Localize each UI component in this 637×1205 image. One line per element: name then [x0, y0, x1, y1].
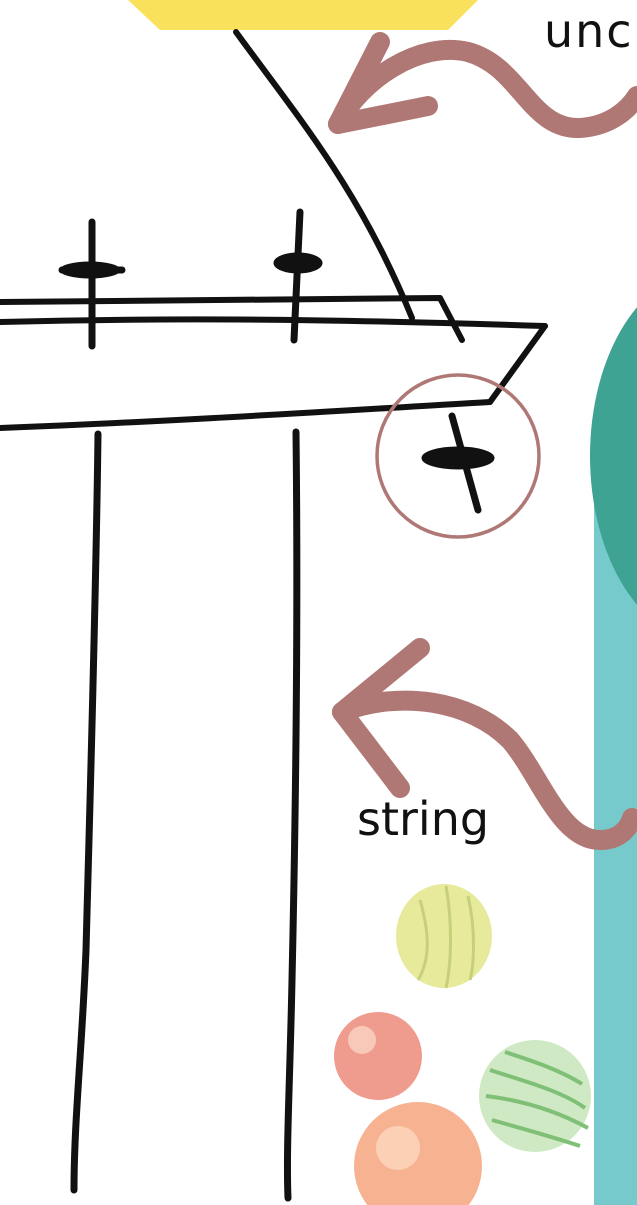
- curly-arrow-left-icon: [332, 638, 637, 850]
- peg-left: [58, 218, 126, 350]
- peg-highlighted-knob: [421, 446, 495, 470]
- bead-green-striped: [479, 1040, 591, 1152]
- upper-rail: [0, 295, 465, 343]
- rail-tip: [487, 323, 548, 405]
- vertical-string-right: [283, 428, 301, 1202]
- bead-pink: [334, 1012, 422, 1100]
- vertical-string-left: [70, 430, 102, 1194]
- label-string: string: [357, 792, 490, 846]
- circle-outline-icon: [375, 373, 541, 539]
- peg-middle-knob: [273, 252, 323, 274]
- teal-circle: [590, 307, 637, 605]
- peg-left-knob: [59, 261, 121, 279]
- yellow-note-shape: [128, 0, 478, 30]
- beads: [334, 884, 591, 1205]
- peg-middle: [290, 208, 304, 344]
- diagonal-line: [233, 29, 415, 321]
- bead-yellow-green: [396, 884, 492, 989]
- lower-rail: [0, 399, 493, 431]
- label-top-partial: unc: [544, 4, 634, 58]
- curly-arrow-left-icon: [328, 32, 637, 138]
- rail-line: [0, 316, 548, 329]
- bead-peach: [354, 1102, 482, 1205]
- ink-sketch: [0, 29, 548, 1202]
